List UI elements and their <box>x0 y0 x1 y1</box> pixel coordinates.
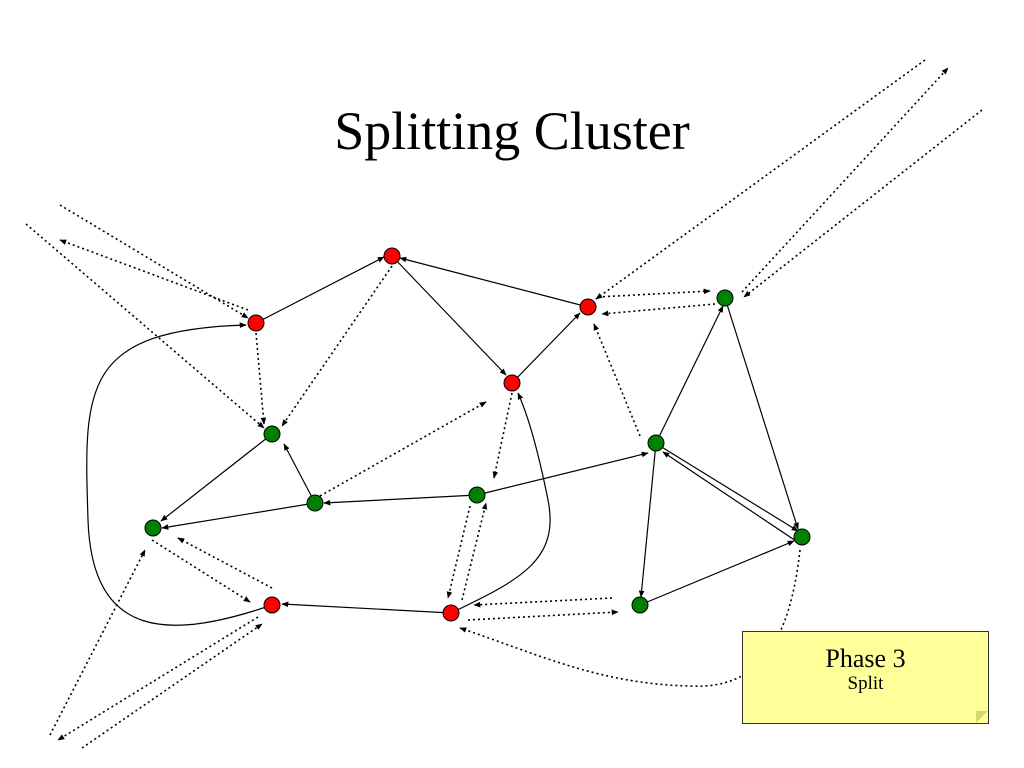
edge-solid <box>659 445 799 532</box>
edge-dotted <box>59 239 249 311</box>
edge-solid <box>655 305 724 444</box>
edge-dotted <box>319 401 487 497</box>
edge-dotted <box>743 109 983 298</box>
green-node <box>631 596 649 614</box>
edge-dotted <box>281 265 393 427</box>
dotted-edges <box>25 59 983 749</box>
edge-dotted <box>593 323 641 437</box>
red-node <box>579 298 597 316</box>
phase-note: Phase 3 Split <box>742 631 989 724</box>
edge-dotted <box>601 303 716 317</box>
edge-solid <box>255 256 385 324</box>
edge-dotted <box>446 505 471 599</box>
edge-solid <box>281 601 452 614</box>
edge-dotted <box>177 537 273 589</box>
edge-dotted <box>741 67 949 293</box>
green-node <box>468 486 486 504</box>
solid-edges <box>86 255 799 626</box>
red-node <box>503 374 521 392</box>
edge-dotted <box>57 616 259 741</box>
edge-solid <box>511 312 581 384</box>
red-node <box>263 596 281 614</box>
nodes <box>144 247 811 622</box>
edge-solid <box>638 442 657 598</box>
note-fold-corner <box>976 711 988 723</box>
edge-dotted <box>492 392 513 479</box>
edge-dotted <box>25 223 265 429</box>
edge-solid <box>283 443 316 504</box>
red-node <box>247 314 265 332</box>
edge-dotted <box>597 288 711 298</box>
edge-solid <box>639 540 795 606</box>
edge-solid <box>399 256 589 308</box>
edge-dotted <box>151 539 251 603</box>
edge-solid <box>662 451 797 542</box>
green-node <box>144 519 162 537</box>
edge-dotted <box>255 332 267 425</box>
green-node <box>716 289 734 307</box>
edge-solid <box>160 433 273 522</box>
red-node <box>442 604 460 622</box>
edge-solid <box>161 502 316 530</box>
edge-dotted <box>595 59 926 300</box>
edge-dotted <box>49 549 146 736</box>
edge-dotted <box>467 609 619 621</box>
green-node <box>647 434 665 452</box>
note-subtitle: Split <box>847 673 884 694</box>
edge-dotted-curve <box>459 549 801 687</box>
edge-solid <box>391 255 507 376</box>
edge-dotted <box>81 623 263 749</box>
green-node <box>793 528 811 546</box>
edge-solid <box>476 451 649 496</box>
edge-dotted <box>59 204 249 319</box>
edge-solid <box>724 297 799 530</box>
note-title: Phase 3 <box>825 644 906 673</box>
red-node <box>383 247 401 265</box>
edge-dotted <box>473 597 613 608</box>
edge-curve <box>450 392 551 614</box>
slide-title: Splitting Cluster <box>334 101 690 161</box>
green-node <box>263 425 281 443</box>
edge-dotted <box>461 502 488 601</box>
edge-curve <box>86 322 273 626</box>
edge-solid <box>323 494 478 506</box>
green-node <box>306 494 324 512</box>
